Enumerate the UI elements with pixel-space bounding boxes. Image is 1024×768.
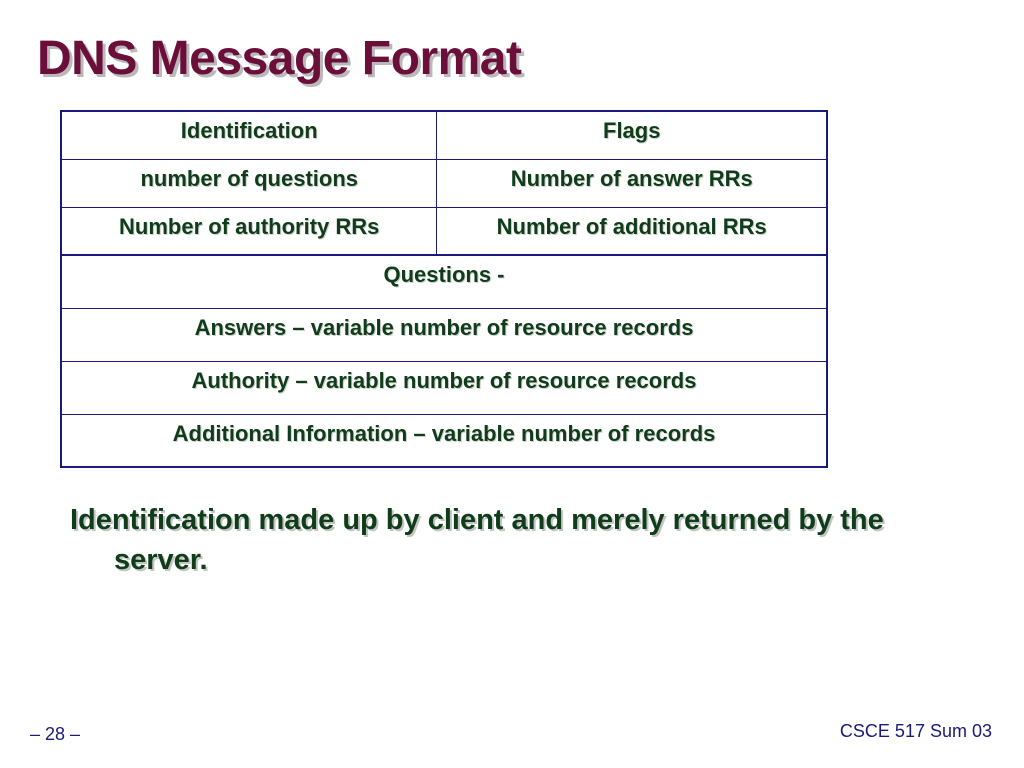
cell-identification: Identification [60,110,438,160]
cell-answers: Answers – variable number of resource re… [60,307,828,362]
table-row-authority: Authority – variable number of resource … [60,360,828,415]
page-number: – 28 – [30,724,81,744]
table-row-additional: Additional Information – variable number… [60,413,828,468]
table-row-counts-2: Number of authority RRs Number of additi… [60,206,828,256]
cell-additional-information: Additional Information – variable number… [60,413,828,468]
cell-questions: Questions - [60,254,828,309]
cell-authority: Authority – variable number of resource … [60,360,828,415]
bullet-point: Identification made up by client and mer… [70,504,884,576]
cell-number-of-questions: number of questions [60,158,438,208]
cell-flags: Flags [436,110,828,160]
slide-title: DNS Message Format [37,32,522,85]
table-row-questions: Questions - [60,254,828,309]
table-row-answers: Answers – variable number of resource re… [60,307,828,362]
cell-number-of-answer-rrs: Number of answer RRs [436,158,828,208]
cell-number-of-additional-rrs: Number of additional RRs [436,206,828,256]
dns-message-format-table: Identification Flags number of questions… [60,110,828,468]
table-row-counts-1: number of questions Number of answer RRs [60,158,828,208]
cell-number-of-authority-rrs: Number of authority RRs [60,206,438,256]
course-label: CSCE 517 Sum 03 [839,721,992,741]
table-row-header-fields: Identification Flags [60,110,828,160]
